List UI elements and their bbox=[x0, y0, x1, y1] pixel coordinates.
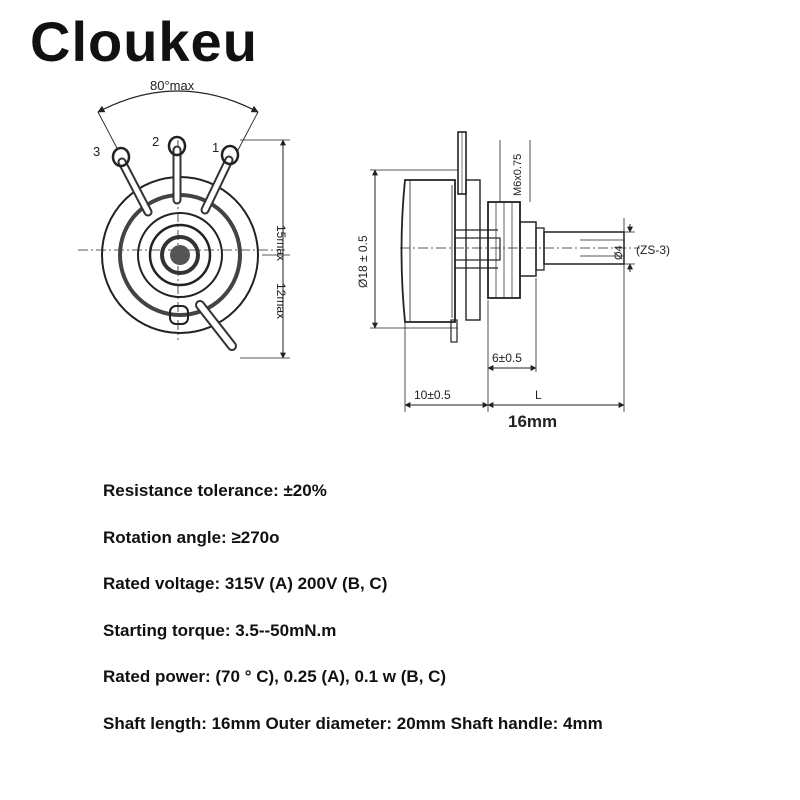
shaft-length-value: 16mm bbox=[508, 412, 557, 431]
bushing-label: 6±0.5 bbox=[492, 351, 522, 365]
side-view bbox=[370, 131, 640, 412]
front-view bbox=[78, 90, 290, 359]
shaft-bushing bbox=[148, 223, 212, 287]
height-lower-label: 12max bbox=[274, 283, 288, 319]
terminal-2 bbox=[167, 135, 187, 205]
shaft-diameter-label: Ø4 bbox=[613, 245, 625, 260]
model-label: (ZS-3) bbox=[636, 243, 670, 257]
angle-label: 80°max bbox=[150, 78, 195, 93]
spec-dimensions: Shaft length: 16mm Outer diameter: 20mm … bbox=[103, 713, 603, 733]
shaft-center bbox=[160, 235, 200, 275]
side-bracket bbox=[465, 179, 481, 321]
spec-resistance-tolerance: Resistance tolerance: ±20% bbox=[103, 481, 327, 500]
shaft-length-symbol: L bbox=[535, 388, 542, 402]
pin-label-2: 2 bbox=[152, 134, 159, 149]
spec-rated-power: Rated power: (70 ° C), 0.25 (A), 0.1 w (… bbox=[103, 667, 447, 687]
terminal-1 bbox=[200, 144, 240, 215]
side-housing bbox=[400, 179, 456, 323]
spec-rotation-angle: Rotation angle: ≥270o bbox=[103, 527, 280, 547]
height-upper-label: 15max bbox=[274, 225, 288, 261]
angle-arc bbox=[97, 90, 259, 113]
pin-label-3: 3 bbox=[93, 144, 100, 159]
spec-starting-torque: Starting torque: 3.5--50mN.m bbox=[103, 620, 337, 640]
mounting-tab bbox=[169, 300, 237, 351]
brand-logo-text: Cloukeu bbox=[30, 10, 258, 73]
potentiometer-drawing: 80°max 3 2 1 15max 12max bbox=[78, 78, 670, 431]
pin-label-1: 1 bbox=[212, 140, 219, 155]
inner-ring bbox=[137, 212, 223, 298]
specification-list: Resistance tolerance: ±20% Rotation angl… bbox=[103, 480, 603, 760]
spec-rated-voltage: Rated voltage: 315V (A) 200V (B, C) bbox=[103, 574, 388, 594]
terminal-3 bbox=[111, 146, 153, 217]
thread-label: M6x0.75 bbox=[512, 154, 524, 196]
side-bottom-pin bbox=[450, 319, 458, 343]
body-length-label: 10±0.5 bbox=[414, 388, 451, 402]
diameter-label: Ø18 ± 0.5 bbox=[356, 235, 370, 288]
